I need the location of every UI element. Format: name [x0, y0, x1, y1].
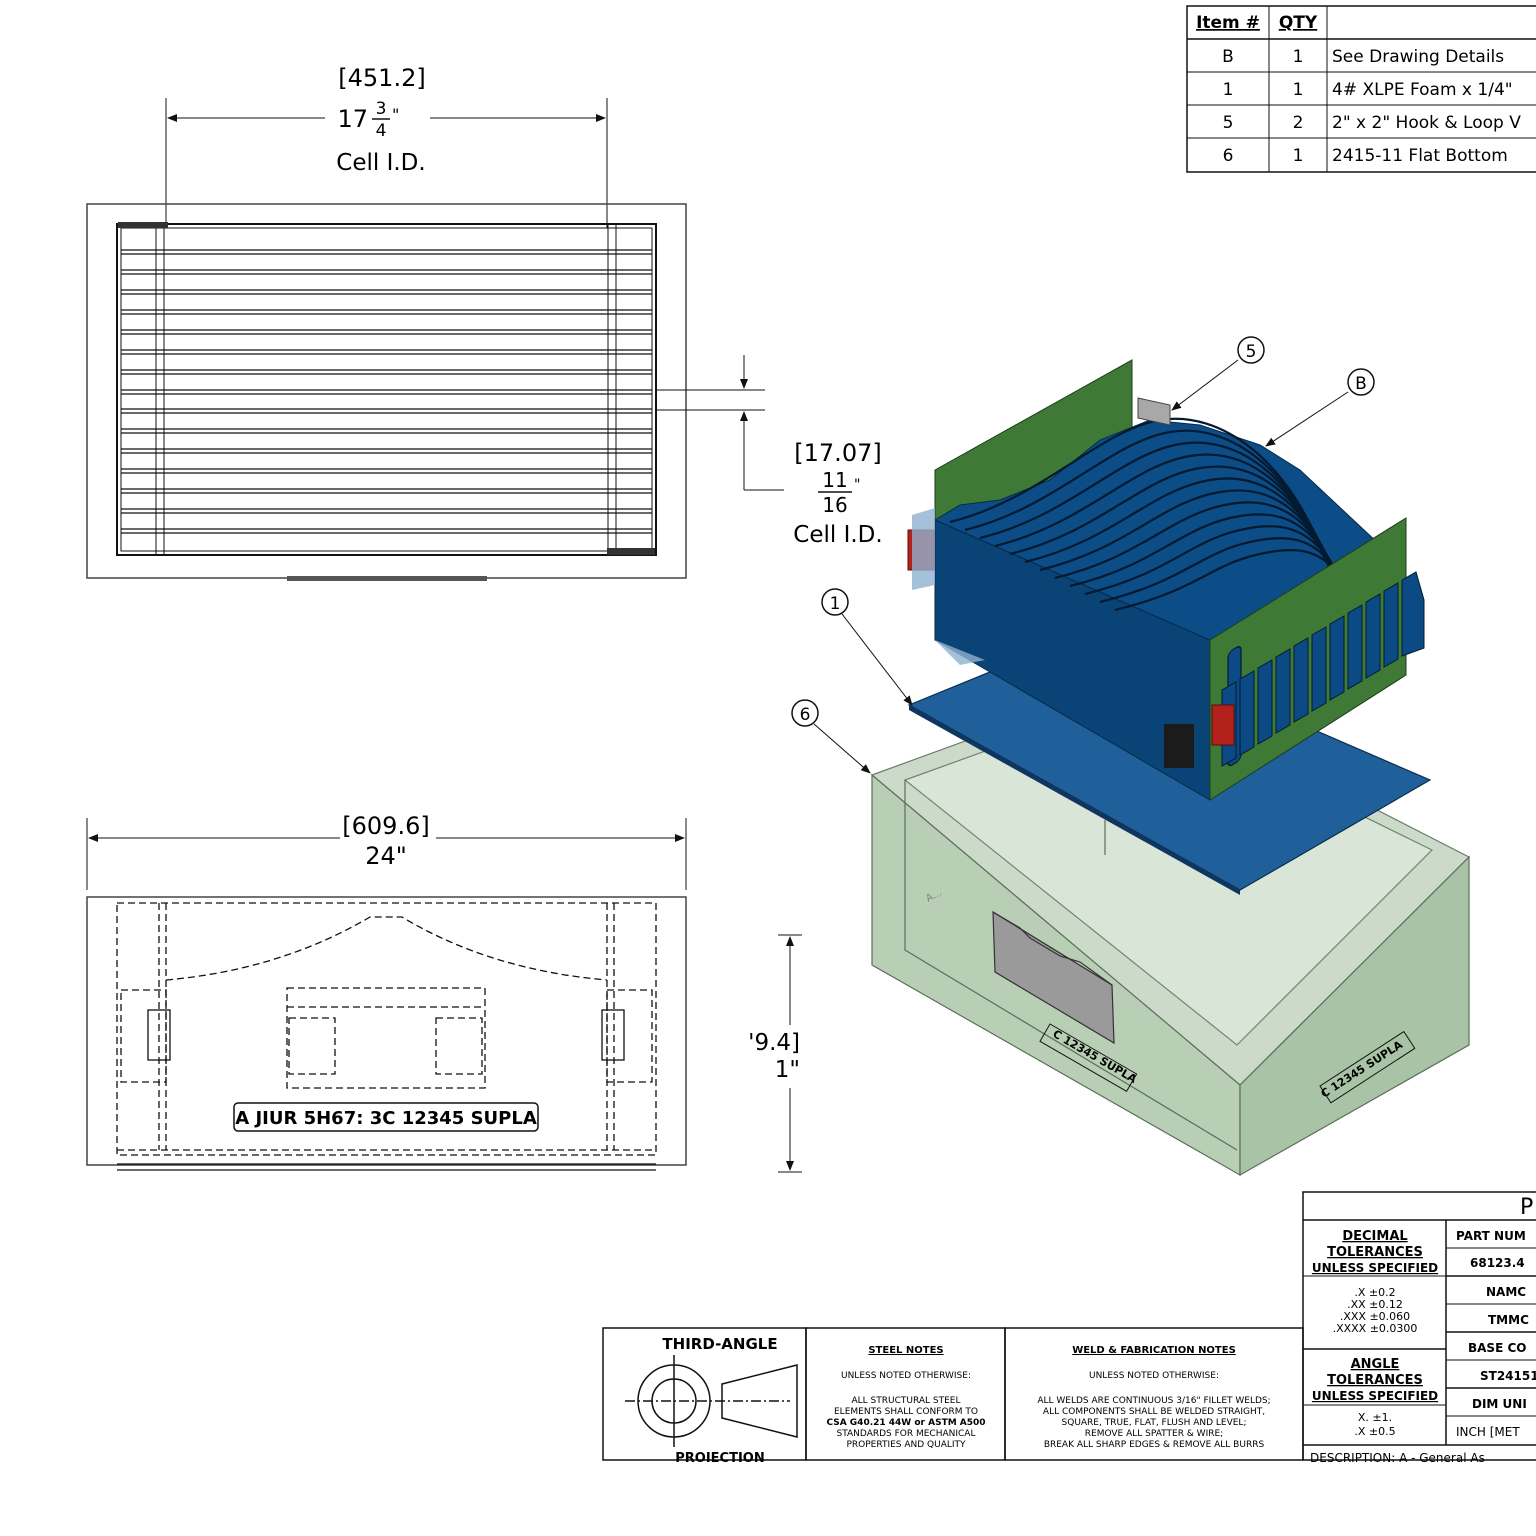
bill-of-materials-table: Item # QTY B 1 See Drawing Details 1 1 4…: [1186, 5, 1536, 173]
angle-tol-title: ANGLE: [1351, 1357, 1400, 1372]
weld-note-line: BREAK ALL SHARP EDGES & REMOVE ALL BURRS: [1044, 1440, 1265, 1450]
title-block: THIRD-ANGLE PROJECTION STEEL NOTES UNLES…: [602, 1191, 1536, 1466]
bom-cell-qty: 1: [1293, 47, 1304, 67]
third-angle-projection-icon: [625, 1355, 798, 1447]
decimal-tol-line: .XX ±0.12: [1347, 1298, 1403, 1311]
balloon-5-label: 5: [1246, 342, 1257, 362]
balloon-b: B: [1265, 368, 1375, 447]
decimal-tol-title: UNLESS SPECIFIED: [1312, 1261, 1438, 1275]
steel-notes-unless: UNLESS NOTED OTHERWISE:: [841, 1371, 971, 1381]
front-length-imperial: 24": [365, 842, 407, 870]
title-block-header: P: [1520, 1195, 1533, 1220]
bom-row: 5 2 2" x 2" Hook & Loop V: [1223, 113, 1522, 133]
bom-cell-qty: 1: [1293, 80, 1304, 100]
cell-width-numerator: 11: [822, 468, 847, 492]
front-engraved-label: A JIUR 5H67: 3C 12345 SUPLA: [235, 1108, 537, 1129]
weld-note-line: ALL COMPONENTS SHALL BE WELDED STRAIGHT,: [1043, 1407, 1265, 1417]
balloon-6-label: 6: [800, 705, 811, 725]
front-height-imperial: 1": [775, 1057, 800, 1083]
balloon-b-label: B: [1355, 374, 1367, 394]
top-view: [451.2] 17 3 4 " Cell I.D.: [86, 64, 883, 581]
top-width-numerator: 3: [376, 99, 387, 119]
bom-cell-item: 5: [1223, 113, 1234, 133]
decimal-tol-title: TOLERANCES: [1327, 1245, 1423, 1260]
top-width-metric: [451.2]: [338, 64, 425, 92]
bom-cell-desc: 2415-11 Flat Bottom: [1332, 146, 1508, 166]
bom-cell-desc: See Drawing Details: [1332, 47, 1504, 67]
part-number-value: 68123.4: [1470, 1256, 1525, 1270]
dim-units-value: INCH [MET: [1456, 1425, 1520, 1439]
steel-note-line: PROPERTIES AND QUALITY: [846, 1440, 966, 1450]
angle-tol-title: TOLERANCES: [1327, 1373, 1423, 1388]
decimal-tol-title: DECIMAL: [1342, 1229, 1407, 1244]
description-line: DESCRIPTION: A - General As: [1310, 1451, 1485, 1465]
steel-note-line: ELEMENTS SHALL CONFORM TO: [834, 1407, 978, 1417]
part-number-label: PART NUM: [1456, 1229, 1526, 1243]
decimal-tol-line: .XXXX ±0.0300: [1333, 1322, 1418, 1335]
cell-width-denominator: 16: [822, 493, 847, 517]
bom-cell-desc: 4# XLPE Foam x 1/4": [1332, 80, 1513, 100]
balloon-1-label: 1: [830, 594, 841, 614]
top-width-label: Cell I.D.: [336, 150, 425, 176]
balloon-5: 5: [1171, 336, 1265, 411]
front-view: [609.6] 24" A JIUR 5H67: 3C 12345 SUPLA: [86, 812, 802, 1173]
bom-cell-item: 1: [1223, 80, 1234, 100]
angle-tol-title: UNLESS SPECIFIED: [1312, 1389, 1438, 1403]
angle-tol-line: .X ±0.5: [1354, 1425, 1395, 1438]
base-code-value: ST24151: [1480, 1369, 1536, 1383]
isometric-view: C 12345 SUPLA C 12345 SUPLA A...: [791, 336, 1471, 1177]
base-code-label: BASE CO: [1468, 1341, 1526, 1355]
steel-note-line: CSA G40.21 44W or ASTM A500: [826, 1418, 985, 1428]
bom-cell-item: B: [1222, 47, 1234, 67]
bom-cell-item: 6: [1223, 146, 1234, 166]
bom-cell-desc: 2" x 2" Hook & Loop V: [1332, 113, 1521, 133]
decimal-tol-line: .X ±0.2: [1354, 1286, 1395, 1299]
balloon-1: 1: [821, 588, 913, 706]
front-length-metric: [609.6]: [342, 812, 429, 840]
cell-width-label: Cell I.D.: [793, 522, 882, 548]
top-width-whole: 17: [337, 105, 368, 133]
cell-width-metric: [17.07]: [794, 439, 881, 467]
weld-notes-unless: UNLESS NOTED OTHERWISE:: [1089, 1371, 1219, 1381]
dim-units-label: DIM UNI: [1472, 1397, 1527, 1411]
top-width-denominator: 4: [376, 121, 387, 141]
name-label: NAMC: [1486, 1285, 1526, 1299]
projection-title: THIRD-ANGLE: [662, 1335, 777, 1353]
front-height-metric: '9.4]: [748, 1030, 800, 1056]
weld-note-line: SQUARE, TRUE, FLAT, FLUSH AND LEVEL;: [1062, 1418, 1247, 1428]
weld-note-line: ALL WELDS ARE CONTINUOUS 3/16" FILLET WE…: [1037, 1396, 1270, 1406]
bom-header-qty: QTY: [1279, 13, 1318, 33]
bom-cell-qty: 1: [1293, 146, 1304, 166]
bom-cell-qty: 2: [1293, 113, 1304, 133]
steel-note-line: STANDARDS FOR MECHANICAL: [837, 1429, 976, 1439]
divider-assembly: [907, 359, 1425, 801]
svg-text:": ": [854, 477, 860, 493]
steel-notes-title: STEEL NOTES: [868, 1345, 943, 1356]
bom-header-item: Item #: [1196, 13, 1260, 33]
angle-tol-line: X. ±1.: [1358, 1411, 1392, 1424]
decimal-tol-line: .XXX ±0.060: [1340, 1310, 1410, 1323]
weld-note-line: REMOVE ALL SPATTER & WIRE;: [1085, 1429, 1223, 1439]
steel-note-line: ALL STRUCTURAL STEEL: [852, 1396, 961, 1406]
bom-row: B 1 See Drawing Details: [1222, 47, 1504, 67]
name-value: TMMC: [1488, 1313, 1529, 1327]
bom-row: 6 1 2415-11 Flat Bottom: [1223, 146, 1508, 166]
svg-text:": ": [392, 105, 399, 124]
balloon-6: 6: [791, 699, 871, 774]
weld-notes-title: WELD & FABRICATION NOTES: [1072, 1345, 1236, 1356]
bom-row: 1 1 4# XLPE Foam x 1/4": [1223, 80, 1513, 100]
